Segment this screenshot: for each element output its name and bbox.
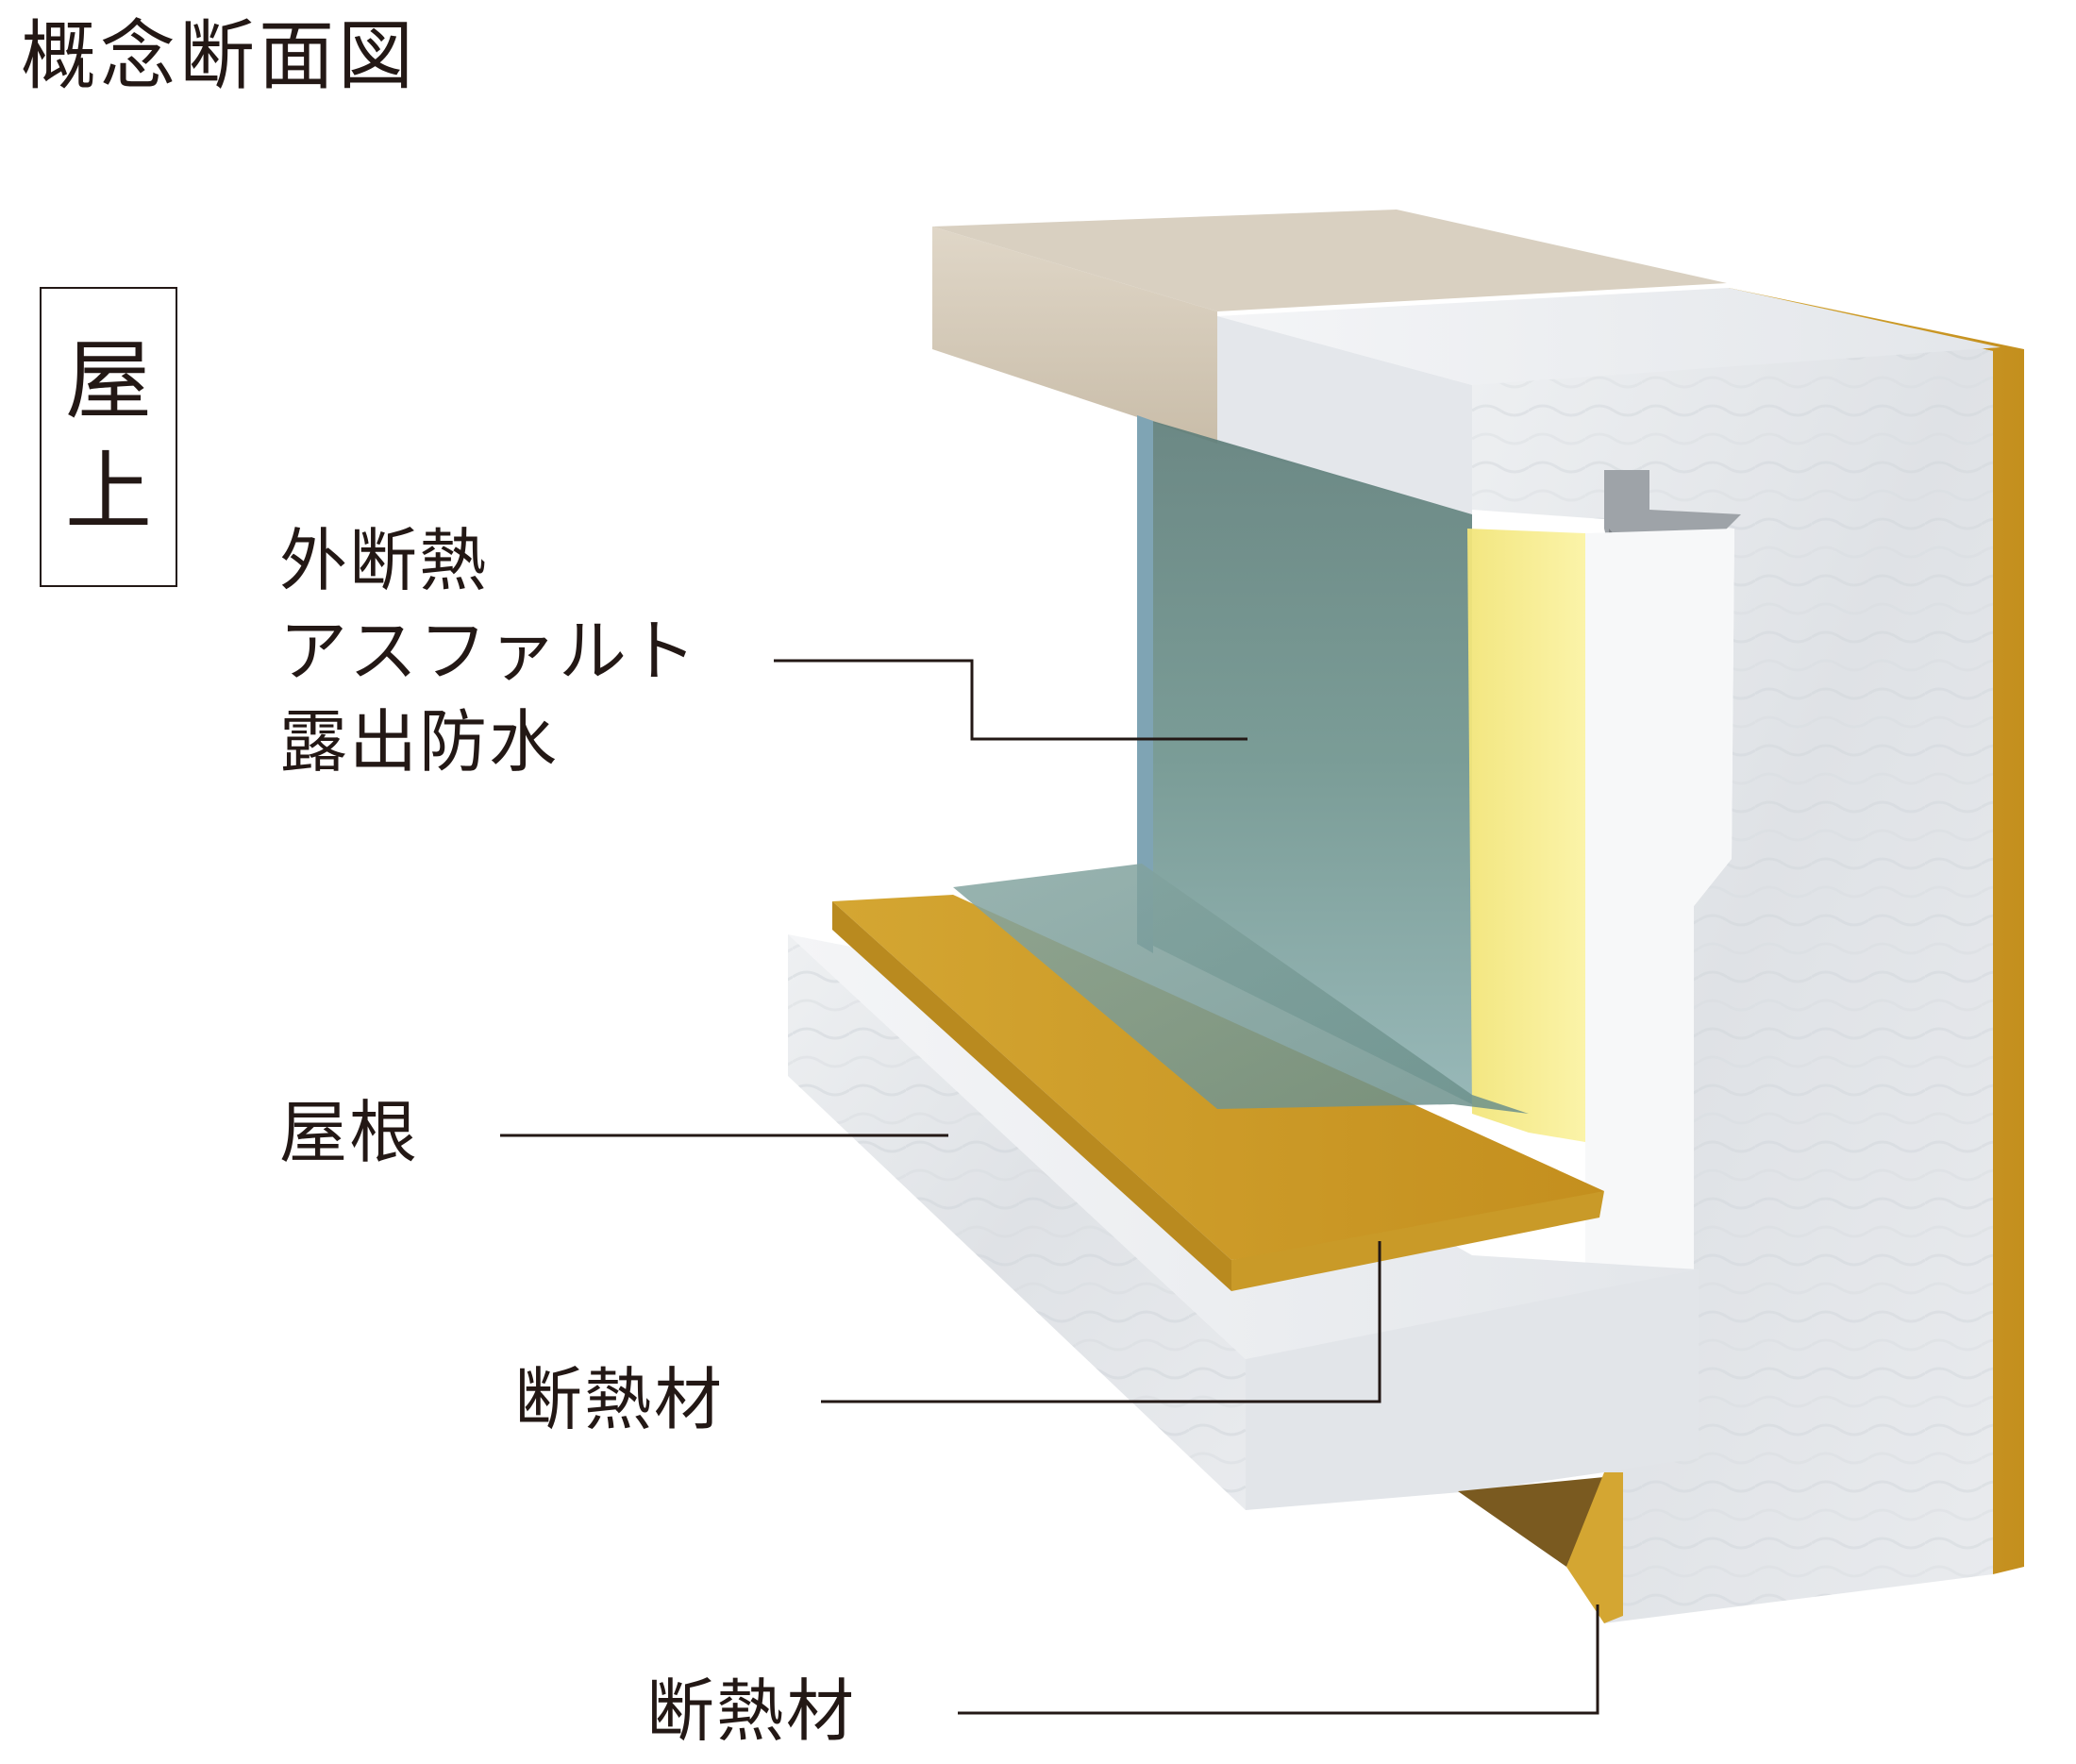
waterproof-membrane-floor	[953, 864, 1529, 1114]
label-waterproof: 外断熱 アスファルト 露出防水	[279, 515, 698, 787]
label-insulation-upper: 断熱材	[514, 1360, 725, 1439]
coping-cap-front	[932, 227, 1217, 444]
lower-insulation-triangle	[1458, 1477, 1604, 1567]
parapet-top-face	[1217, 288, 2001, 385]
section-label-line2: 上	[64, 442, 152, 543]
label-waterproof-line2: アスファルト	[279, 612, 699, 691]
section-label-line1: 屋	[64, 330, 152, 431]
label-waterproof-line1: 外断熱	[279, 521, 490, 600]
leader-insulation-lower	[958, 1604, 1599, 1715]
page-title: 概念断面図	[21, 12, 417, 100]
roof-slab-end	[1246, 1269, 1699, 1510]
label-waterproof-line3: 露出防水	[279, 702, 560, 781]
section-label-box: 屋 上	[40, 287, 177, 587]
coping-cap-top	[932, 210, 1727, 311]
membrane-turnup-highlight	[1467, 529, 1585, 1142]
leader-insulation-upper	[821, 1241, 1381, 1403]
leader-waterproof	[774, 659, 1247, 741]
label-roof: 屋根	[279, 1093, 420, 1172]
outer-insulation-layer	[1729, 288, 2024, 1574]
roof-insulation-board-front	[832, 901, 1231, 1291]
label-insulation-lower: 断熱材	[646, 1672, 857, 1751]
parapet-inner-face	[1217, 316, 1472, 514]
